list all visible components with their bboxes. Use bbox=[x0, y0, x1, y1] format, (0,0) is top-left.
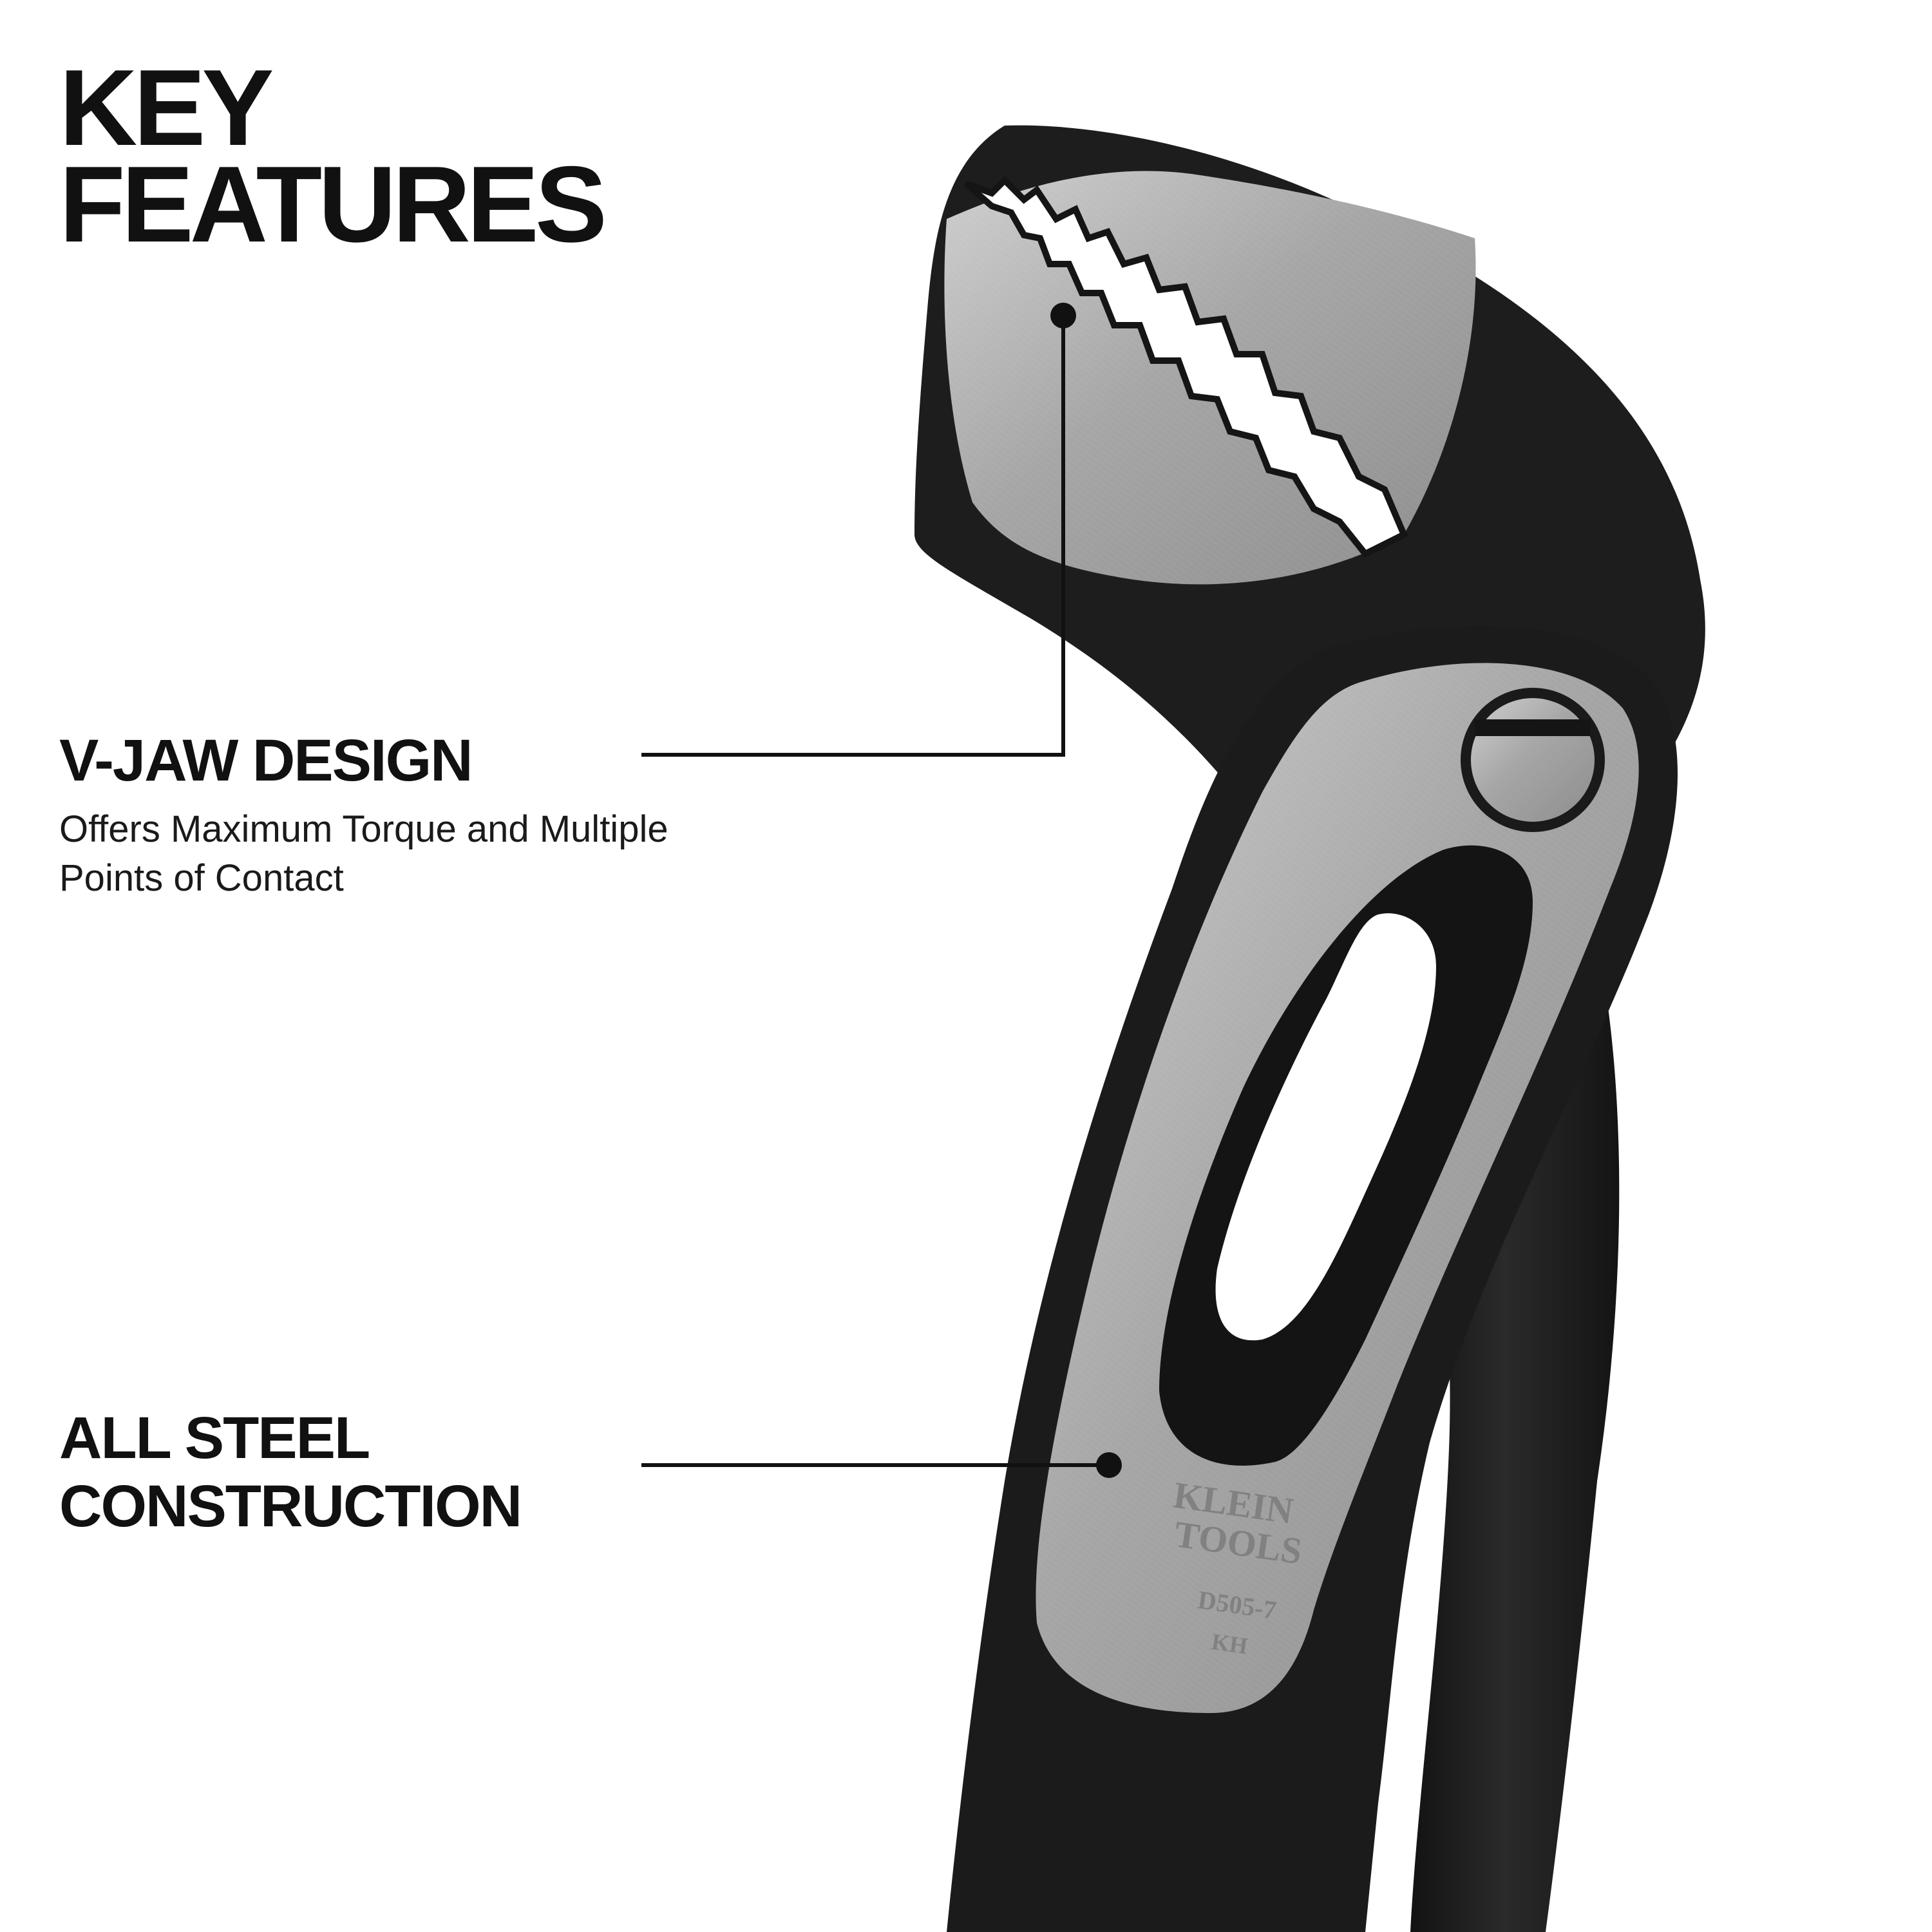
feature-description-line-1: Offers Maximum Torque and Multiple bbox=[59, 808, 668, 850]
feature-description-line-2: Points of Contact bbox=[59, 857, 344, 899]
feature-heading-steel: ALL STEEL CONSTRUCTION bbox=[59, 1404, 522, 1540]
title-line-1: KEY bbox=[59, 47, 274, 168]
page-title: KEY FEATURES bbox=[59, 47, 607, 265]
brand-marking: KLEIN TOOLS D505-7 KH bbox=[1171, 1474, 1304, 1660]
svg-text:KH: KH bbox=[1210, 1629, 1249, 1659]
feature-heading-vjaw-line: V-JAW DESIGN bbox=[59, 728, 473, 793]
slot-window bbox=[1215, 913, 1436, 1341]
feature-heading-steel-line-1: ALL STEEL bbox=[59, 1405, 370, 1471]
feature-description-vjaw: Offers Maximum Torque and Multiple Point… bbox=[59, 805, 832, 903]
jaw-teeth bbox=[963, 175, 1408, 558]
title-line-2: FEATURES bbox=[59, 144, 607, 265]
feature-heading-vjaw: V-JAW DESIGN bbox=[59, 726, 473, 795]
feature-heading-steel-line-2: CONSTRUCTION bbox=[59, 1473, 522, 1539]
callout-dot-vjaw bbox=[1050, 303, 1076, 328]
callout-dot-steel bbox=[1096, 1452, 1122, 1478]
